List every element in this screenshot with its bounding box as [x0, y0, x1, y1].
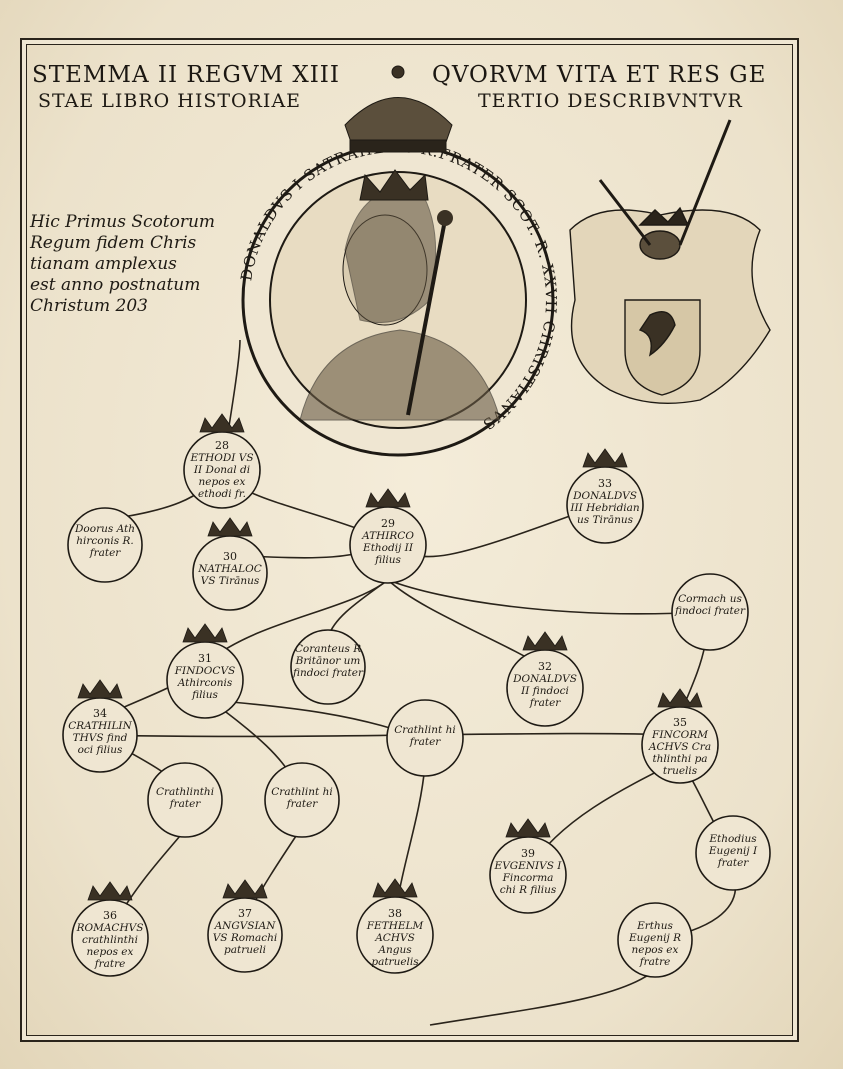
- crown-icon: [505, 818, 551, 838]
- node-circle-cormach: [671, 573, 749, 651]
- crown-icon: [207, 517, 253, 537]
- node-circle-coranteus: [290, 629, 366, 705]
- coat-of-arms-icon: [569, 119, 771, 404]
- crown-icon: [372, 878, 418, 898]
- node-crathlinthi: Crathlinthi frater: [155, 786, 215, 810]
- small-crowns: [77, 413, 703, 901]
- crown-icon: [522, 631, 568, 651]
- note-line: Hic Primus Scotorum: [30, 212, 216, 232]
- king-portrait: [299, 169, 501, 421]
- node-circle-crathlint2: [264, 762, 340, 838]
- title-line-2: STAE LIBRO HISTORIAE TERTIO DESCRIBVNTVR: [38, 90, 742, 112]
- crown-icon: [657, 688, 703, 708]
- note-line: Christum 203: [30, 296, 148, 316]
- marginal-note: Hic Primus Scotorum Regum fidem Chris ti…: [30, 212, 230, 317]
- scepter: [406, 219, 447, 416]
- node-cormach: Cormach us findoci frater: [675, 593, 746, 617]
- crown-icon: [77, 679, 123, 699]
- crown-icon: [365, 488, 411, 508]
- crown-icon: [199, 413, 245, 433]
- node-erthus: Erthus Eugenij R nepos ex fratre: [629, 920, 681, 968]
- node-circle-doorus: [67, 507, 143, 583]
- node-crathlint-2: Crathlint hi frater: [271, 786, 333, 810]
- note-line: tianam amplexus: [30, 254, 177, 274]
- engraved-plate-border: [20, 38, 799, 1042]
- node-ethodius: Ethodius Eugenij I frater: [708, 833, 758, 869]
- crown-icon: [582, 448, 628, 468]
- title-left: STEMMA II REGVM XIII: [32, 62, 340, 88]
- crown-icon: [87, 881, 133, 901]
- note-line: est anno postnatum: [30, 275, 201, 295]
- node-circle-crathlinthi: [147, 762, 223, 838]
- node-crathlint-1: Crathlint hi frater: [394, 724, 456, 748]
- node-coranteus: Coranteus R Britānor um findoci frater: [293, 643, 364, 679]
- node-circle-erthus: [617, 902, 693, 978]
- node-circle-ethodius: [695, 815, 771, 891]
- crown-icon: [222, 879, 268, 899]
- subtitle-right: TERTIO DESCRIBVNTVR: [478, 90, 743, 112]
- node-circle-crathlint1: [386, 699, 464, 777]
- crown-icon: [182, 623, 228, 643]
- king-medallion: DONALDVS I SATRAHELIS R.FRATER SCOT. R. …: [237, 138, 559, 457]
- node-circles: [62, 431, 771, 978]
- subtitle-left: STAE LIBRO HISTORIAE: [38, 90, 302, 112]
- crown-icon: [344, 65, 453, 153]
- note-line: Regum fidem Chris: [30, 233, 197, 253]
- title-right: QVORVM VITA ET RES GE: [432, 62, 767, 88]
- node-doorus: Doorus Ath hirconis R. frater: [75, 523, 135, 559]
